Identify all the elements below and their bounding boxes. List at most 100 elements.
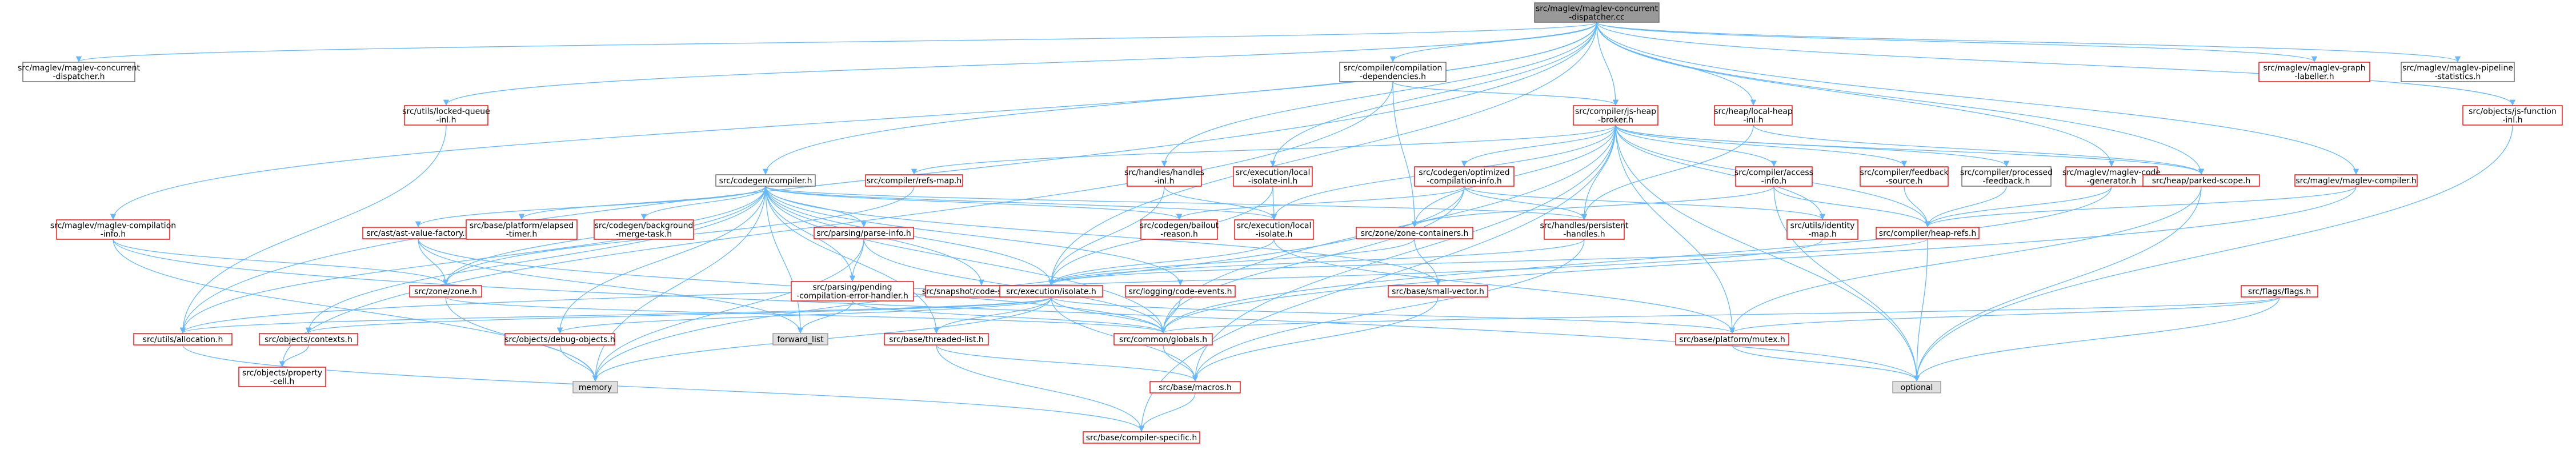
node-box	[715, 174, 816, 187]
node-heap_local_heap[interactable]: src/heap/local-heap-inl.h	[1714, 105, 1793, 126]
edge-maglev_comp_info-to-memory	[113, 239, 599, 382]
node-box	[1233, 166, 1313, 187]
edge-ast_value_factory-to-zone_h	[418, 238, 449, 286]
node-compiler_access_info[interactable]: src/compiler/access-info.h	[1734, 166, 1813, 187]
edge-maglev_code_gen-to-common_globals	[1160, 186, 2112, 334]
edge-opt_comp_info-to-memory	[592, 186, 1465, 382]
node-box	[1414, 166, 1515, 187]
node-locked_queue[interactable]: src/utils/locked-queue-inl.h	[402, 105, 490, 126]
edge-codegen_compiler-to-objects_contexts	[305, 186, 766, 334]
node-label: -compilation-info.h	[1427, 177, 1501, 186]
node-label: -compilation-error-handler.h	[796, 292, 908, 301]
edge-opt_comp_info-to-persistent_handles	[1464, 186, 1588, 220]
node-maglev_pipeline_stats[interactable]: src/maglev/maglev-pipeline-statistics.h	[2401, 62, 2515, 82]
edge-compiler_access_info-to-zone_containers	[1411, 186, 1774, 228]
node-exec_isolate[interactable]: src/execution/isolate.h	[999, 285, 1103, 298]
node-logging_code_events[interactable]: src/logging/code-events.h	[1125, 285, 1236, 298]
node-optional: optional	[1892, 381, 1941, 393]
edge-pending_comp_err-to-forward_list	[797, 300, 853, 334]
node-box	[1125, 285, 1236, 298]
node-refs_map[interactable]: src/compiler/refs-map.h	[865, 174, 963, 187]
node-objects_contexts[interactable]: src/objects/contexts.h	[259, 333, 358, 345]
node-js_function_inl[interactable]: src/objects/js-function-inl.h	[2462, 105, 2563, 126]
node-js_heap_broker[interactable]: src/compiler/js-heap-broker.h	[1573, 105, 1658, 126]
edge-compiler_access_info-to-optional	[1773, 186, 1920, 382]
node-zone_h[interactable]: src/zone/zone.h	[409, 285, 482, 298]
node-flags_h[interactable]: src/flags/flags.h	[2241, 285, 2318, 298]
node-box	[1356, 227, 1473, 239]
edge-root-to-maglev_graph_labeller	[1596, 22, 2317, 63]
node-small_vector[interactable]: src/base/small-vector.h	[1388, 285, 1488, 298]
node-label: src/utils/identity	[1790, 222, 1855, 231]
node-box	[1544, 219, 1625, 240]
edge-codegen_compiler-to-logging_code_events	[765, 186, 1184, 286]
edge-parse_info-to-memory	[592, 238, 864, 382]
edge-js_heap_broker-to-base_macros	[1192, 124, 1616, 382]
node-label: src/compiler/heap-refs.h	[1879, 229, 1976, 238]
node-maglev_comp_info[interactable]: src/maglev/maglev-compilation-info.h	[50, 219, 176, 240]
edge-maglev_compiler-to-heap_refs	[1924, 186, 2357, 228]
edge-heap_refs-to-optional	[1913, 238, 1928, 382]
node-bg_merge_task[interactable]: src/codegen/background-merge-task.h	[594, 219, 694, 240]
node-platform_mutex[interactable]: src/base/platform/mutex.h	[1675, 333, 1789, 345]
node-box	[1860, 166, 1949, 187]
node-label: -inl.h	[2502, 116, 2522, 125]
edge-js_heap_broker-to-platform_mutex	[1615, 124, 1736, 334]
node-elapsed_timer[interactable]: src/base/platform/elapsed-timer.h	[466, 219, 578, 240]
node-threaded_list[interactable]: src/base/threaded-list.h	[884, 333, 989, 345]
edge-flags_h-to-common_globals	[1160, 296, 2280, 334]
node-label: -merge-task.h	[616, 230, 672, 239]
node-memory: memory	[572, 381, 618, 393]
node-label: src/maglev/maglev-concurrent	[18, 64, 140, 73]
node-box	[772, 333, 828, 345]
edge-root-to-exec_local_isolate_inl	[1269, 22, 1597, 167]
node-compiler_specific[interactable]: src/base/compiler-specific.h	[1083, 431, 1200, 444]
node-common_globals[interactable]: src/common/globals.h	[1113, 333, 1213, 345]
edge-zone_containers-to-exec_isolate	[1048, 238, 1415, 286]
node-maglev_code_gen[interactable]: src/maglev/maglev-code-generator.h	[2062, 166, 2161, 187]
node-bailout_reason[interactable]: src/codegen/bailout-reason.h	[1140, 219, 1219, 240]
node-parse_info[interactable]: src/parsing/parse-info.h	[814, 227, 914, 239]
node-label: src/codegen/bailout	[1140, 222, 1219, 231]
edge-root-to-locked_queue	[443, 22, 1597, 106]
edge-objects_contexts-to-property_cell	[279, 344, 309, 368]
node-persistent_handles[interactable]: src/handles/persistent-handles.h	[1540, 219, 1629, 240]
node-ast_value_factory[interactable]: src/ast/ast-value-factory.h	[362, 227, 474, 239]
node-heap_refs[interactable]: src/compiler/heap-refs.h	[1876, 227, 1980, 239]
node-maglev_compiler[interactable]: src/maglev/maglev-compiler.h	[2294, 174, 2418, 187]
node-debug_objects[interactable]: src/objects/debug-objects.h	[504, 333, 615, 345]
edge-exec_isolate-to-threaded_list	[933, 296, 1052, 334]
node-codegen_compiler[interactable]: src/codegen/compiler.h	[715, 174, 816, 187]
node-box	[409, 285, 482, 298]
node-exec_local_isolate_inl[interactable]: src/execution/local-isolate-inl.h	[1233, 166, 1313, 187]
node-label: -broker.h	[1598, 116, 1633, 125]
node-box	[1735, 166, 1813, 187]
node-utils_allocation[interactable]: src/utils/allocation.h	[133, 333, 233, 345]
node-label: -cell.h	[270, 377, 294, 387]
node-label: forward_list	[777, 335, 824, 344]
node-pending_comp_err[interactable]: src/parsing/pending-compilation-error-ha…	[791, 281, 914, 302]
edge-processed_feedback-to-heap_refs	[1924, 186, 2007, 228]
node-comp_deps[interactable]: src/compiler/compilation-dependencies.h	[1339, 62, 1447, 82]
node-opt_comp_info[interactable]: src/codegen/optimized-compilation-info.h	[1414, 166, 1515, 187]
node-label: -handles.h	[1563, 230, 1605, 239]
node-label: -generator.h	[2087, 177, 2136, 186]
edge-js_heap_broker-to-parked_scope	[1615, 124, 2204, 175]
node-identity_map[interactable]: src/utils/identity-map.h	[1786, 219, 1858, 240]
node-maglev_graph_labeller[interactable]: src/maglev/maglev-graph-labeller.h	[2258, 62, 2370, 82]
node-root[interactable]: src/maglev/maglev-concurrent-dispatcher.…	[1534, 2, 1660, 23]
edge-codegen_compiler-to-common_globals	[765, 186, 1167, 334]
node-exec_local_isolate[interactable]: src/execution/local-isolate.h	[1234, 219, 1314, 240]
edge-exec_isolate-to-objects_contexts	[306, 296, 1052, 334]
node-label: src/utils/locked-queue	[402, 107, 490, 116]
edge-codegen_compiler-to-debug_objects	[556, 186, 766, 334]
node-mcd_h[interactable]: src/maglev/maglev-concurrent-dispatcher.…	[18, 62, 140, 82]
node-parked_scope[interactable]: src/heap/parked-scope.h	[2142, 174, 2260, 187]
edge-comp_deps-to-js_heap_broker	[1392, 81, 1619, 106]
node-property_cell[interactable]: src/objects/property-cell.h	[238, 367, 326, 387]
node-processed_feedback[interactable]: src/compiler/processed-feedback.h	[1960, 166, 2053, 187]
node-base_macros[interactable]: src/base/macros.h	[1149, 381, 1241, 393]
node-feedback_source[interactable]: src/compiler/feedback-source.h	[1860, 166, 1949, 187]
node-handles_inl[interactable]: src/handles/handles-inl.h	[1124, 166, 1204, 187]
node-zone_containers[interactable]: src/zone/zone-containers.h	[1356, 227, 1473, 239]
